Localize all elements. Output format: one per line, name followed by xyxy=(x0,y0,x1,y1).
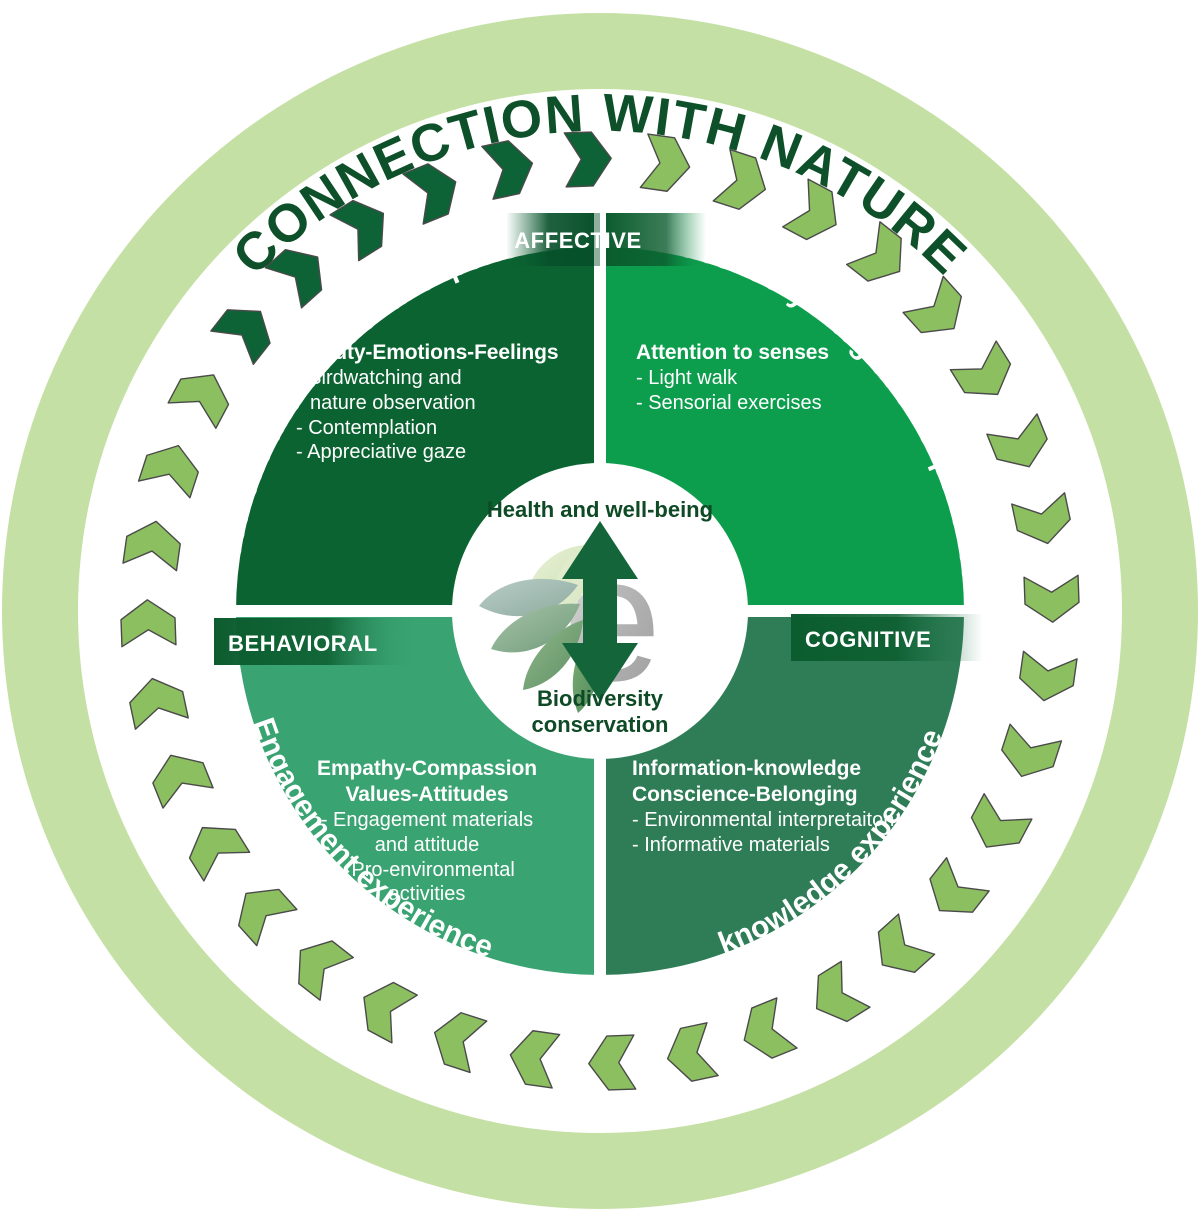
cognitive-banner-label: COGNITIVE xyxy=(805,627,931,652)
quadrant-item: - Contemplation xyxy=(296,416,438,439)
quadrant-item: - Engagement materials xyxy=(320,809,534,832)
chevron-arrow-icon xyxy=(782,178,837,241)
double-arrow-icon xyxy=(562,521,638,701)
chevron-arrow-icon xyxy=(188,826,251,882)
chevron-arrow-icon xyxy=(588,1034,637,1091)
chevron-arrow-icon xyxy=(433,1012,488,1074)
quadrant-item: - Environmental interpretaiton xyxy=(632,809,895,832)
chevron-arrow-icon xyxy=(1011,492,1071,545)
center-top-label: Health and well-being xyxy=(486,497,714,522)
affective-banner-label: AFFECTIVE xyxy=(514,228,642,253)
chevron-arrow-icon xyxy=(264,248,323,309)
quadrant-discs xyxy=(229,240,971,982)
quadrant-title-cognitive-line2: Conscience-Belonging xyxy=(632,783,858,807)
behavioral-banner-bg xyxy=(214,618,420,665)
chevron-arrow-icon xyxy=(970,793,1033,848)
quadrant-item: and attitude xyxy=(374,833,480,856)
chevron-arrow-icon xyxy=(929,856,990,913)
quadrant-title-behavioral-line1: Empathy-Compassion xyxy=(317,757,537,780)
chevron-arrow-icon xyxy=(122,520,181,572)
center-logo: e xyxy=(479,519,662,718)
chevron-arrow-icon xyxy=(743,997,798,1059)
affective-banner-right xyxy=(606,213,706,266)
chevron-arrow-icon xyxy=(949,340,1012,396)
chevron-arrow-icon xyxy=(152,754,214,809)
chevron-arrow-icon xyxy=(666,1022,719,1082)
chevron-arrow-icon xyxy=(237,888,298,947)
quadrant-title-behavioral-line2: Values-Attitudes xyxy=(345,783,509,807)
quadrant-item: - Light walk xyxy=(636,367,738,390)
quadrant-text-cognitive: Information-knowledge Conscience-Belongi… xyxy=(632,756,952,858)
chevron-arrow-icon xyxy=(1001,723,1063,778)
chevron-arrow-icon xyxy=(1019,650,1078,702)
chevron-arrow-icon xyxy=(639,133,691,192)
center-bottom-label-line2: conservation xyxy=(531,711,669,737)
affective-banner-left xyxy=(506,213,600,266)
quadrant-item: activities xyxy=(388,883,466,906)
chevron-arrow-icon xyxy=(120,599,177,648)
quadrant-item: - Informative materials xyxy=(632,833,830,856)
chevron-arrow-icon xyxy=(402,163,457,225)
chevron-arrow-icon xyxy=(509,1030,561,1089)
chevron-arrow-icon xyxy=(877,913,936,974)
chevron-arrow-icon xyxy=(481,140,534,200)
quadrant-item: - Pro-environmental xyxy=(339,858,515,881)
quadrant-title-affective: Beauty-Emotions-Feelings xyxy=(296,341,559,364)
quadrant-item: - Sensorial exercises xyxy=(636,391,822,414)
chevron-arrow-icon xyxy=(845,221,902,282)
behavioral-banner-label: BEHAVIORAL xyxy=(228,631,378,656)
chevron-arrow-icon xyxy=(363,981,418,1044)
quadrant-item: - Appreciative gaze xyxy=(296,441,467,464)
chevron-arrow-icon xyxy=(563,131,612,188)
chevron-arrow-icon xyxy=(986,413,1048,468)
quadrant-text-multisensory: Attention to senses - Light walk - Senso… xyxy=(636,340,936,416)
chevron-arrow-icon xyxy=(137,444,199,499)
center-bottom-label-line1: Biodiversity xyxy=(537,686,663,711)
affective-banner-gap xyxy=(594,213,606,266)
center-bottom-label: Biodiversity conservation xyxy=(450,686,750,738)
quadrant-text-affective: Beauty-Emotions-Feelings - Birdwatching … xyxy=(296,340,586,465)
quadrant-title-cognitive-line1: Information-knowledge xyxy=(632,757,861,780)
chevron-arrow-icon xyxy=(902,275,963,334)
chevron-arrow-icon xyxy=(210,309,271,366)
chevron-arrow-icon xyxy=(1023,574,1080,623)
chevron-arrow-icon xyxy=(298,940,355,1001)
chevron-arrow-icon xyxy=(329,199,385,262)
quadrant-item: - Birdwatching and xyxy=(296,367,462,390)
chevron-arrow-icon xyxy=(815,960,871,1023)
quadrant-item: nature observation xyxy=(310,391,476,414)
cognitive-banner-bg xyxy=(791,614,983,661)
chevron-arrow-icon xyxy=(167,374,230,429)
quadrant-text-behavioral: Empathy-Compassion Values-Attitudes - En… xyxy=(268,756,586,907)
category-banners: AFFECTIVE BEHAVIORAL COGNITIVE xyxy=(214,213,983,665)
chevron-arrow-icon xyxy=(129,677,189,730)
quadrant-title-multisensory: Attention to senses xyxy=(636,341,829,364)
chevron-arrow-icon xyxy=(712,148,767,210)
chevron-ring xyxy=(120,131,1080,1091)
